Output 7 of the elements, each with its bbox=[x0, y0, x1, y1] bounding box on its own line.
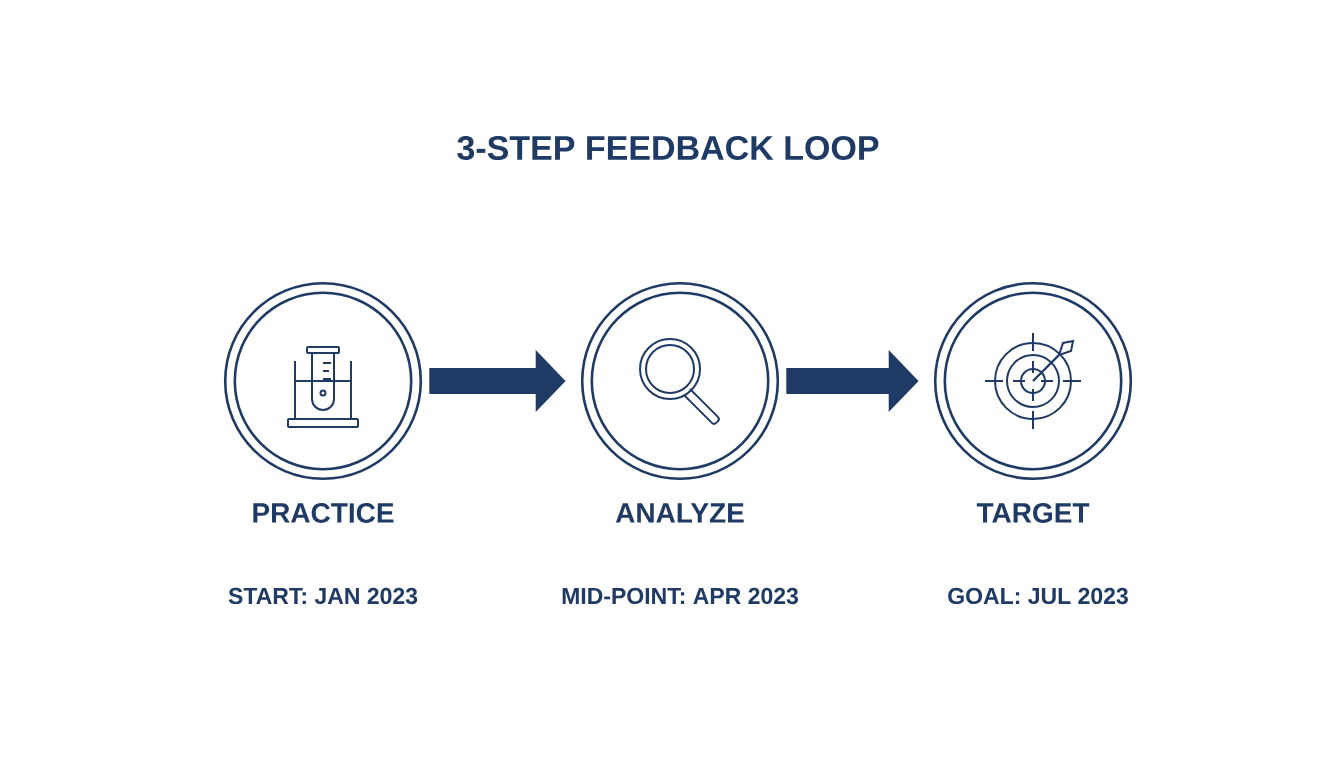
date-label: START: JAN 2023 bbox=[228, 587, 418, 605]
node-label: PRACTICE bbox=[253, 503, 394, 523]
node-label: TARGET bbox=[976, 503, 1090, 523]
date-label: MID-POINT: APR 2023 bbox=[562, 587, 798, 605]
node-label: ANALYZE bbox=[615, 503, 744, 523]
date-label: GOAL: JUL 2023 bbox=[948, 587, 1128, 605]
title: 3-STEP FEEDBACK LOOP bbox=[457, 135, 879, 161]
